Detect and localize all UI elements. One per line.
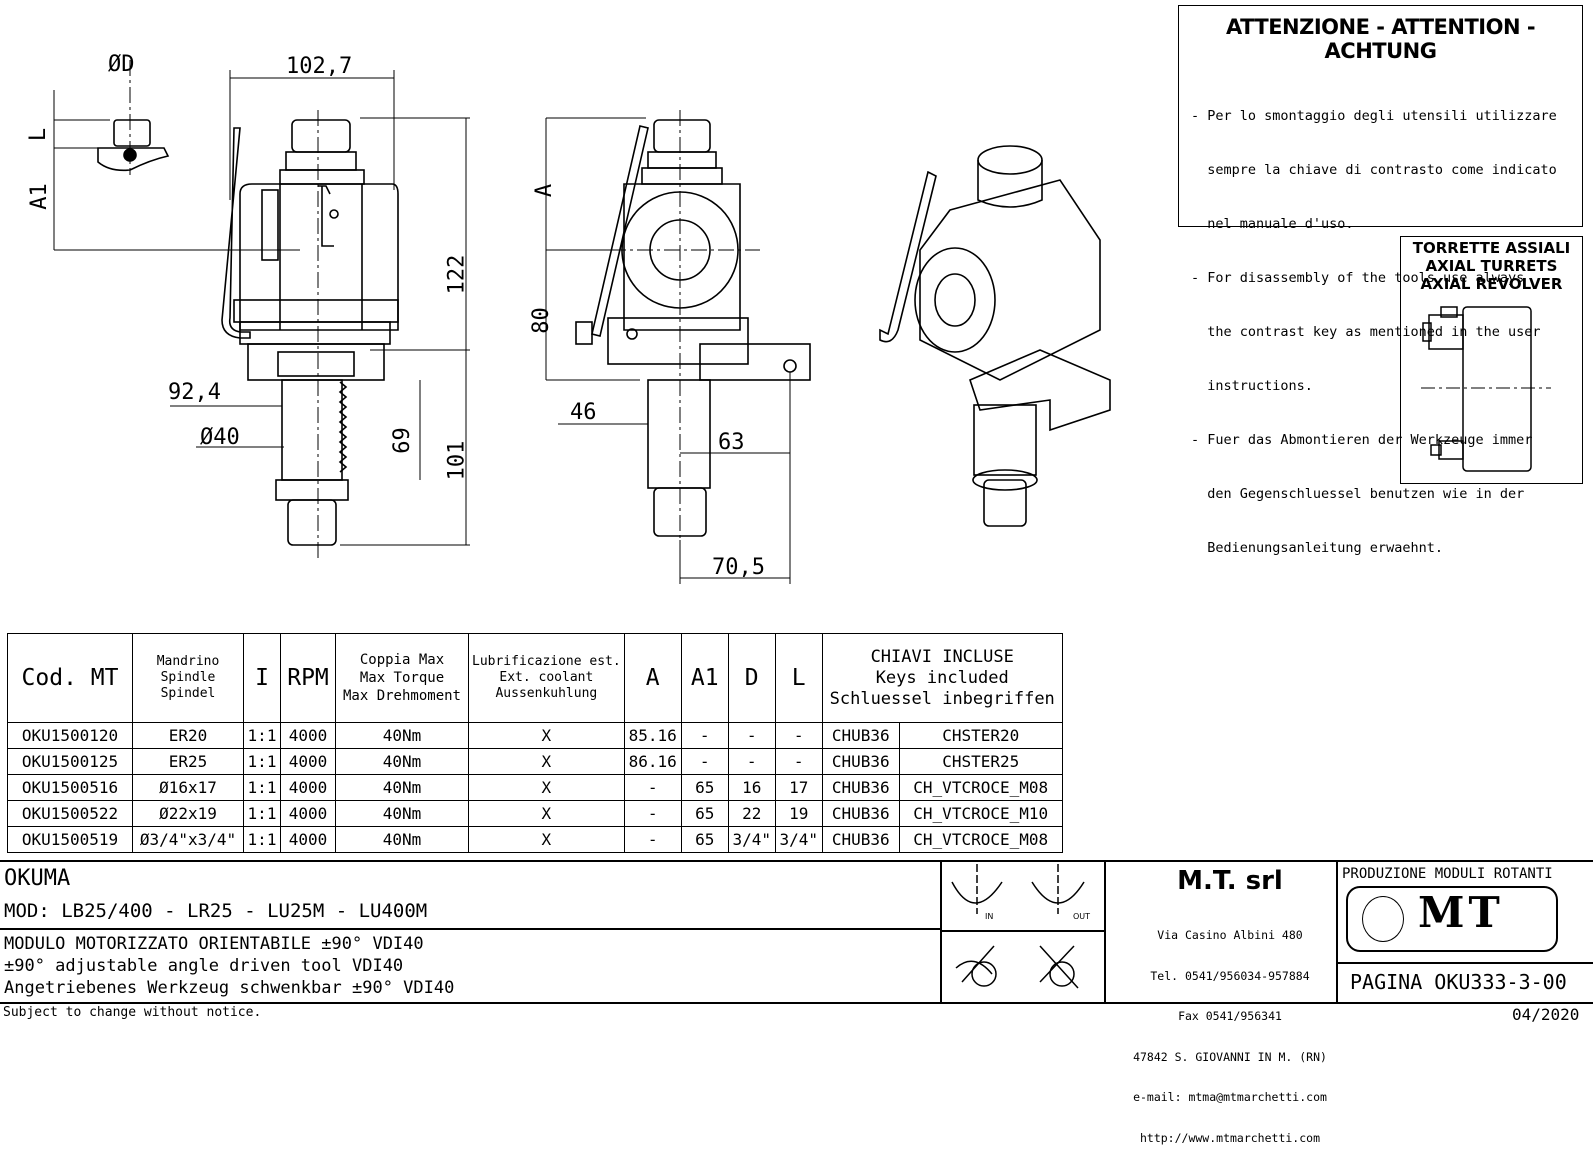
company-address: Via Casino Albini 480 Tel. 0541/956034-9… xyxy=(1133,928,1327,1145)
rotation-in-label: IN xyxy=(985,912,994,921)
title-block-divider xyxy=(940,930,1104,932)
detail-view xyxy=(97,119,170,172)
description-en: ±90° adjustable angle driven tool VDI40 xyxy=(4,956,404,976)
title-block-divider xyxy=(1336,962,1593,964)
title-block-divider xyxy=(0,928,940,930)
centre-lines xyxy=(129,60,760,560)
title-block-top-rule xyxy=(0,860,1593,862)
revision-date: 04/2020 xyxy=(1512,1005,1580,1024)
warning-box: ATTENZIONE - ATTENTION - ACHTUNG - Per l… xyxy=(1178,5,1583,556)
dim-phi-40: Ø40 xyxy=(200,425,240,450)
dim-phi-d: ØD xyxy=(108,52,135,77)
company-name: M.T. srl xyxy=(1177,866,1283,896)
brand-name: OKUMA xyxy=(4,866,71,891)
turret-title: TORRETTE ASSIALI AXIAL TURRETS AXIAL REV… xyxy=(1401,239,1582,293)
turret-drawing xyxy=(1421,306,1551,472)
description-de: Angetriebenes Werkzeug schwenkbar ±90° V… xyxy=(4,978,455,998)
dim-101: 101 xyxy=(444,440,470,481)
dim-63: 63 xyxy=(718,430,745,455)
warning-line: sempre la chiave di contrasto come indic… xyxy=(1191,162,1557,178)
col-d: D xyxy=(727,633,776,723)
dim-102-7: 102,7 xyxy=(286,54,353,79)
dim-a1: A1 xyxy=(26,183,52,210)
rotation-in-icon xyxy=(951,881,1003,904)
table-header-row: Cod. MT Mandrino Spindle Spindel I RPM C… xyxy=(7,633,1063,723)
warning-line: - Fuer das Abmontieren der Werkzeuge imm… xyxy=(1191,432,1533,448)
warning-title: ATTENZIONE - ATTENTION - ACHTUNG xyxy=(1225,15,1536,63)
description-it: MODULO MOTORIZZATO ORIENTABILE ±90° VDI4… xyxy=(4,934,424,954)
col-l: L xyxy=(774,633,823,723)
dimension-lines xyxy=(53,70,791,584)
dim-69: 69 xyxy=(389,427,415,454)
dim-l: L xyxy=(26,127,52,142)
col-torque: Coppia Max Max Torque Max Drehmoment xyxy=(335,633,469,723)
col-rpm: RPM xyxy=(280,633,336,723)
warning-line: - Per lo smontaggio degli utensili utili… xyxy=(1191,108,1557,124)
warning-line: - For disassembly of the tools use alway… xyxy=(1191,270,1525,286)
col-spindle: Mandrino Spindle Spindel xyxy=(132,633,244,723)
col-a: A xyxy=(623,633,682,723)
warning-text: - Per lo smontaggio degli utensili utili… xyxy=(1191,71,1582,593)
title-block-vline xyxy=(1104,860,1106,1002)
logo-tool-icon xyxy=(1362,896,1404,942)
dim-a: A xyxy=(532,183,558,198)
wrench-icon xyxy=(955,945,995,983)
isometric-view xyxy=(879,145,1111,527)
title-block-vline xyxy=(1336,860,1338,1002)
rotation-out-label: OUT xyxy=(1073,912,1091,921)
turret-line: TORRETTE ASSIALI xyxy=(1412,239,1571,257)
col-a1: A1 xyxy=(680,633,729,723)
technical-drawing xyxy=(53,60,1111,584)
dim-92-4: 92,4 xyxy=(168,380,221,405)
mt-logo: MT xyxy=(1346,886,1558,952)
side-view xyxy=(221,119,399,546)
turret-box: TORRETTE ASSIALI AXIAL TURRETS AXIAL REV… xyxy=(1400,236,1583,484)
turret-line: AXIAL REVOLVER xyxy=(1420,275,1563,293)
logo-text: MT xyxy=(1418,888,1504,937)
warning-line: instructions. xyxy=(1191,378,1313,394)
turret-line: AXIAL TURRETS xyxy=(1425,257,1558,275)
dim-122: 122 xyxy=(444,254,470,295)
page-code: PAGINA OKU333-3-00 xyxy=(1350,970,1567,994)
spec-table: Cod. MT Mandrino Spindle Spindel I RPM C… xyxy=(7,633,1063,853)
col-cod: Cod. MT xyxy=(7,633,133,723)
col-coolant: Lubrificazione est. Ext. coolant Aussenk… xyxy=(468,633,625,723)
dim-80: 80 xyxy=(528,307,554,334)
col-ratio: I xyxy=(243,633,281,723)
dim-46: 46 xyxy=(570,400,597,425)
warning-line: Bedienungsanleitung erwaehnt. xyxy=(1191,540,1443,556)
company-block: M.T. srl Via Casino Albini 480 Tel. 0541… xyxy=(1124,862,1336,1144)
warning-line: den Gegenschluessel benutzen wie in der xyxy=(1191,486,1525,502)
col-keys: CHIAVI INCLUSE Keys included Schluessel … xyxy=(821,633,1063,723)
production-label: PRODUZIONE MODULI ROTANTI xyxy=(1342,866,1553,882)
notice: Subject to change without notice. xyxy=(3,1005,262,1020)
model-list: MOD: LB25/400 - LR25 - LU25M - LU400M xyxy=(4,900,428,922)
warning-line: nel manuale d'uso. xyxy=(1191,216,1354,232)
warning-line: the contrast key as mentioned in the use… xyxy=(1191,324,1541,340)
front-view xyxy=(575,119,811,537)
title-block-bottom-rule xyxy=(0,1002,1593,1004)
dim-70-5: 70,5 xyxy=(712,555,765,580)
rotation-symbols xyxy=(951,864,1085,989)
